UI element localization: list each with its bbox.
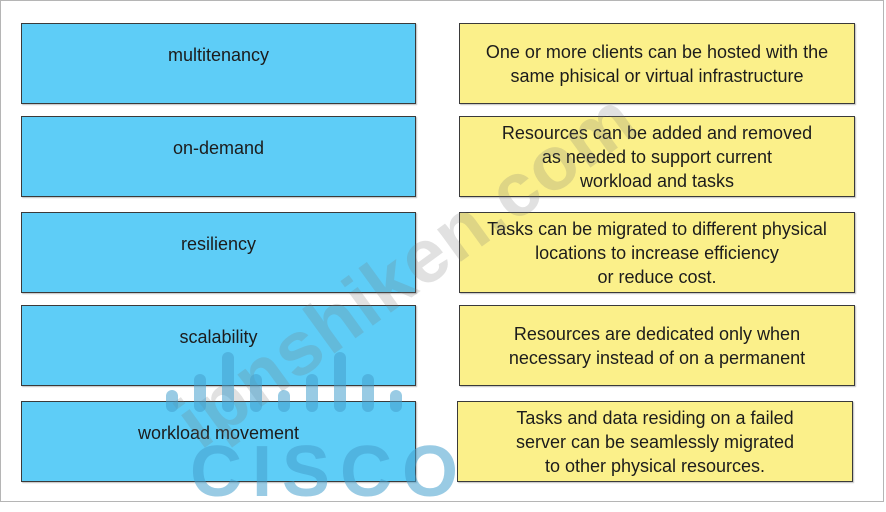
- term-box-multitenancy[interactable]: multitenancy: [21, 23, 416, 104]
- definition-box-2[interactable]: Resources can be added and removed as ne…: [459, 116, 855, 197]
- definition-box-4[interactable]: Resources are dedicated only when necess…: [459, 305, 855, 386]
- definition-box-1[interactable]: One or more clients can be hosted with t…: [459, 23, 855, 104]
- image-frame: [0, 0, 884, 502]
- definition-box-5[interactable]: Tasks and data residing on a failed serv…: [457, 401, 853, 482]
- term-box-on-demand[interactable]: on-demand: [21, 116, 416, 197]
- definition-box-3[interactable]: Tasks can be migrated to different physi…: [459, 212, 855, 293]
- term-box-scalability[interactable]: scalability: [21, 305, 416, 386]
- term-box-resiliency[interactable]: resiliency: [21, 212, 416, 293]
- term-box-workload-movement[interactable]: workload movement: [21, 401, 416, 482]
